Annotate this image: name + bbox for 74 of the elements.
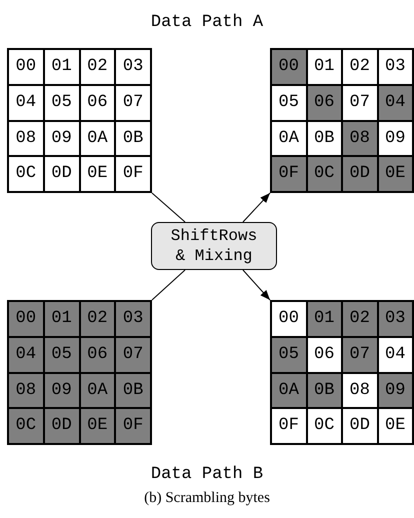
byte-cell: 00 <box>8 301 44 337</box>
byte-cell: 07 <box>342 336 378 372</box>
byte-cell: 07 <box>115 84 151 120</box>
byte-cell: 0E <box>80 408 116 444</box>
byte-cell: 0D <box>342 156 378 192</box>
byte-cell: 08 <box>8 372 44 408</box>
byte-cell: 05 <box>44 84 80 120</box>
byte-cell: 00 <box>271 49 306 85</box>
byte-cell: 0F <box>271 156 306 192</box>
byte-cell: 06 <box>80 84 116 120</box>
byte-cell: 09 <box>378 120 413 156</box>
byte-cell: 09 <box>378 372 413 408</box>
byte-cell: 09 <box>44 372 80 408</box>
byte-cell: 04 <box>8 84 44 120</box>
byte-cell: 0B <box>306 120 342 156</box>
byte-cell: 0C <box>306 408 342 444</box>
byte-cell: 0E <box>378 408 413 444</box>
byte-cell: 03 <box>378 49 413 85</box>
byte-cell: 05 <box>271 336 306 372</box>
byte-cell: 06 <box>80 336 116 372</box>
byte-cell: 0F <box>115 408 151 444</box>
figure-caption: (b) Scrambling bytes <box>144 489 270 508</box>
byte-cell: 0A <box>80 372 116 408</box>
byte-cell: 08 <box>342 120 378 156</box>
byte-cell: 02 <box>342 301 378 337</box>
byte-cell: 0C <box>8 408 44 444</box>
byte-cell: 07 <box>115 336 151 372</box>
byte-cell: 00 <box>271 301 306 337</box>
byte-cell: 0B <box>115 120 151 156</box>
byte-cell: 02 <box>80 49 116 85</box>
byte-cell: 01 <box>44 301 80 337</box>
byte-cell: 0A <box>271 120 306 156</box>
byte-cell: 03 <box>115 49 151 85</box>
byte-cell: 0D <box>44 408 80 444</box>
byte-cell: 02 <box>80 301 116 337</box>
byte-cell: 0A <box>271 372 306 408</box>
byte-cell: 09 <box>44 120 80 156</box>
byte-cell: 0F <box>271 408 306 444</box>
byte-grid <box>270 300 414 445</box>
byte-cell: 0D <box>44 156 80 192</box>
byte-cell: 08 <box>8 120 44 156</box>
byte-cell: 0F <box>115 156 151 192</box>
path-heading: Data Path B <box>150 464 264 486</box>
byte-cell: 07 <box>342 84 378 120</box>
byte-cell: 0C <box>306 156 342 192</box>
byte-cell: 04 <box>378 336 413 372</box>
byte-grid <box>7 48 152 193</box>
byte-grid <box>270 48 414 193</box>
byte-cell: 02 <box>342 49 378 85</box>
byte-cell: 01 <box>306 301 342 337</box>
byte-grid <box>7 300 152 445</box>
byte-cell: 04 <box>378 84 413 120</box>
byte-cell: 0A <box>80 120 116 156</box>
connector-arrow <box>242 192 270 222</box>
byte-cell: 0C <box>8 156 44 192</box>
byte-cell: 0D <box>342 408 378 444</box>
byte-cell: 00 <box>8 49 44 85</box>
path-heading: Data Path A <box>150 12 264 34</box>
byte-cell: 0E <box>80 156 116 192</box>
byte-cell: 0B <box>115 372 151 408</box>
byte-cell: 03 <box>378 301 413 337</box>
byte-cell: 06 <box>306 84 342 120</box>
byte-cell: 05 <box>44 336 80 372</box>
byte-cell: 05 <box>271 84 306 120</box>
process-box: ShiftRows & Mixing <box>151 222 277 270</box>
connector-arrow <box>242 270 270 300</box>
byte-cell: 01 <box>44 49 80 85</box>
byte-cell: 0E <box>378 156 413 192</box>
byte-cell: 03 <box>115 301 151 337</box>
byte-cell: 0B <box>306 372 342 408</box>
byte-cell: 04 <box>8 336 44 372</box>
byte-cell: 01 <box>306 49 342 85</box>
byte-cell: 06 <box>306 336 342 372</box>
byte-cell: 08 <box>342 372 378 408</box>
